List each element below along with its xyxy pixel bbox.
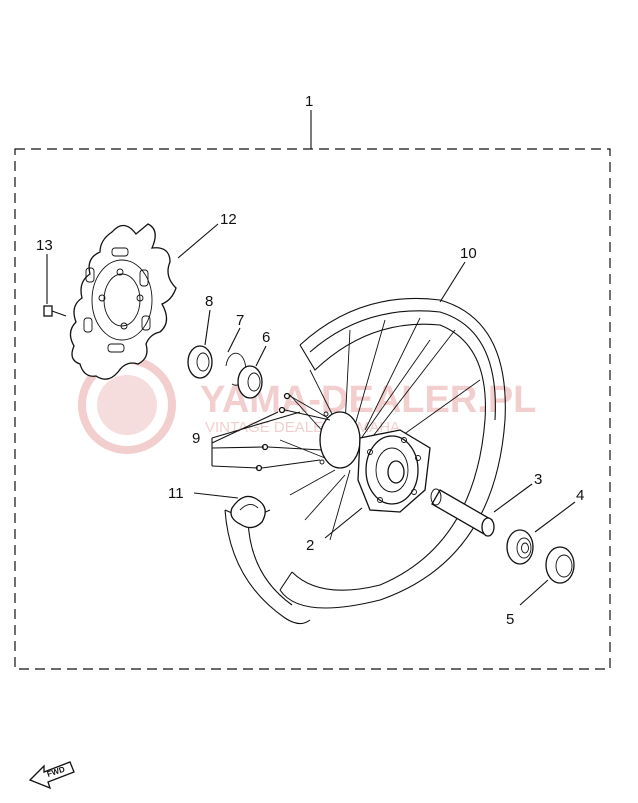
leader-4 [534,501,576,533]
disc-bolt [43,305,67,317]
callout-8: 8 [205,293,213,310]
leader-2 [324,507,363,539]
collar-3 [430,488,495,537]
leader-7 [227,327,241,353]
assembly-boundary [14,148,611,670]
wheel-rim [224,297,506,625]
leader-10 [439,261,466,303]
callout-2: 2 [306,537,314,554]
callout-12: 12 [220,211,237,228]
callout-3: 3 [534,471,542,488]
callout-10: 10 [460,245,477,262]
callout-5: 5 [506,611,514,628]
rim-band [230,495,266,529]
wheel-hub [319,411,431,513]
callout-13: 13 [36,237,53,254]
leader-8 [204,309,211,346]
leader-12 [177,223,219,259]
watermark-logo-core [97,375,157,435]
callout-11: 11 [168,485,184,502]
callout-1: 1 [305,93,313,110]
brake-disc [69,223,177,380]
bearing-4 [506,529,534,565]
callout-9: 9 [192,430,200,447]
callout-6: 6 [262,329,270,346]
spokes [279,317,481,541]
bearing-6 [237,365,263,399]
leader-6 [255,345,267,367]
leader-9 [211,411,301,469]
leader-11 [193,492,239,499]
callout-4: 4 [576,487,584,504]
watermark-subtitle: VINTAGE DEALER YAMAHA [205,419,400,436]
forward-arrow-icon: FWD [28,761,75,790]
callout-7: 7 [236,312,244,329]
leader-3 [493,483,533,513]
watermark: YAMA-DEALER.PL VINTAGE DEALER YAMAHA [78,356,536,454]
oil-seal-5 [545,546,575,584]
oil-seal-8 [187,345,213,379]
leader-5 [519,579,549,606]
